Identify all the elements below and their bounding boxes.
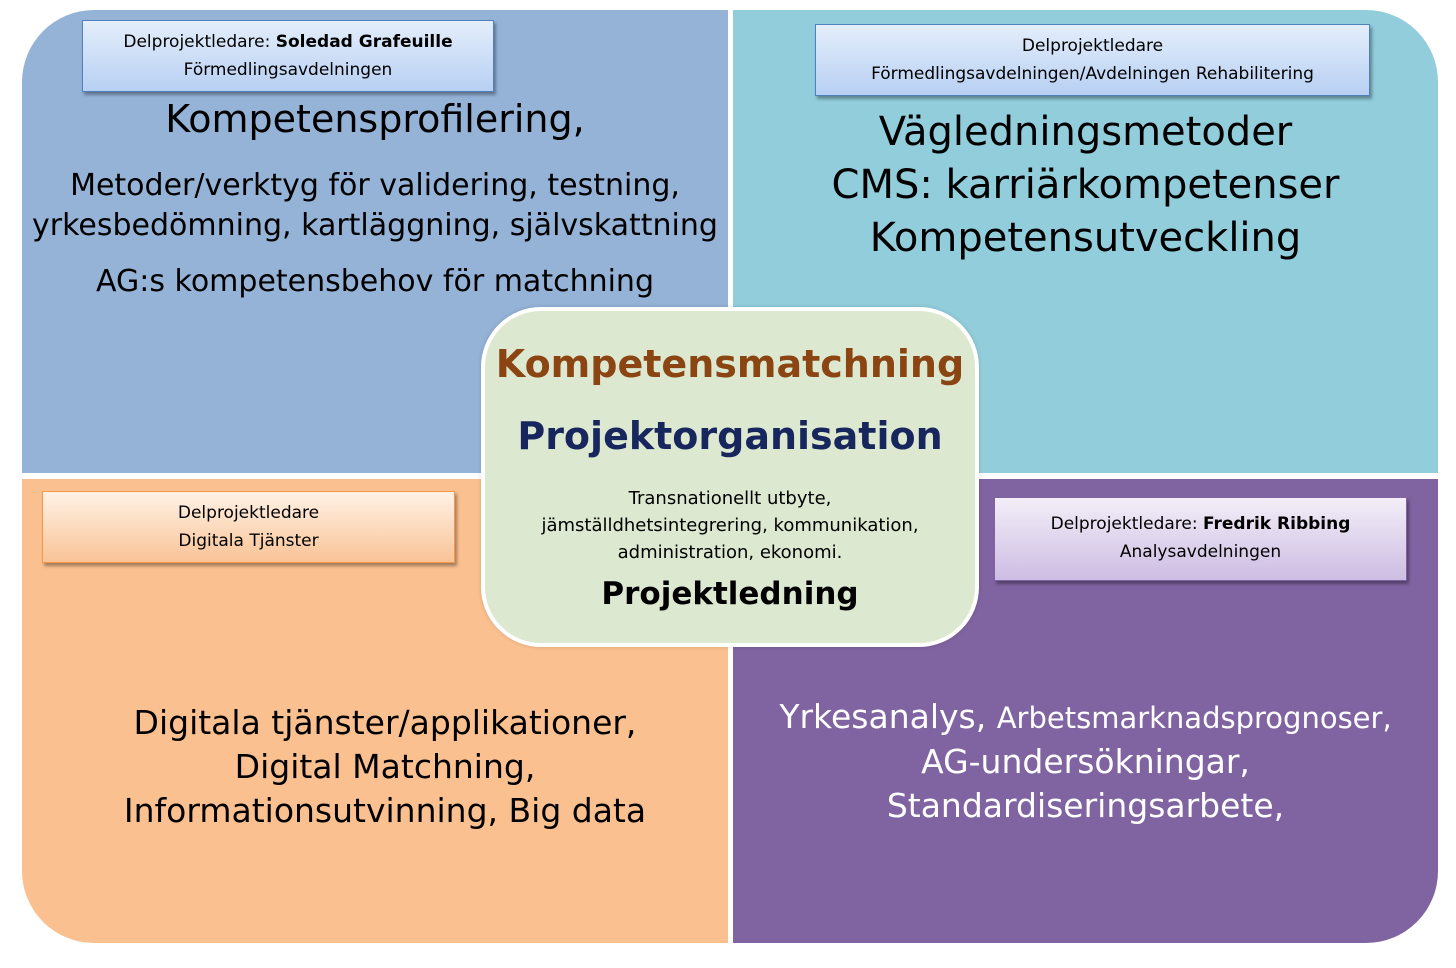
bottom-right-line1-b: Arbetsmarknadsprognoser,: [996, 701, 1392, 735]
center-tasks-line1: Transnationellt utbyte,: [628, 488, 832, 509]
tag-bottom-left-dept: Digitala Tjänster: [178, 531, 319, 551]
tag-top-right-title: Delprojektledare: [1021, 36, 1164, 56]
top-left-line2: yrkesbedömning, kartläggning, självskatt…: [32, 208, 718, 243]
center-title: Kompetensmatchning: [495, 342, 965, 386]
bottom-right-line3: Standardiseringsarbete,: [886, 786, 1285, 825]
tag-top-left-dept: Förmedlingsavdelningen: [183, 60, 393, 80]
bottom-right-block: Yrkesanalys, Arbetsmarknadsprognoser, AG…: [733, 695, 1438, 828]
tag-top-left-name: Soledad Grafeuille: [275, 32, 453, 52]
bottom-right-line2: AG-undersökningar,: [921, 742, 1250, 781]
center-tasks-line2: jämställdhetsintegrering, kommunikation,: [541, 515, 919, 536]
top-right-line2: CMS: karriärkompetenser: [831, 162, 1340, 208]
center-lead: Projektledning: [601, 576, 859, 612]
tag-bottom-left: Delprojektledare Digitala Tjänster: [42, 491, 455, 563]
top-left-line3: AG:s kompetensbehov för matchning: [96, 264, 654, 299]
tag-top-left: Delprojektledare: Soledad Grafeuille För…: [82, 20, 494, 92]
tag-top-right: Delprojektledare Förmedlingsavdelningen/…: [815, 24, 1370, 96]
tag-top-left-prefix: Delprojektledare:: [123, 32, 276, 52]
top-left-heading: Kompetensprofilering,: [165, 97, 585, 141]
bottom-left-line2: Digital Matchning,: [234, 747, 536, 786]
center-tasks: Transnationellt utbyte, jämställdhetsint…: [485, 485, 975, 566]
center-box: Kompetensmatchning Projektorganisation T…: [481, 307, 979, 647]
bottom-left-block: Digitala tjänster/applikationer, Digital…: [22, 701, 748, 833]
tag-top-right-dept: Förmedlingsavdelningen/Avdelningen Rehab…: [871, 64, 1314, 84]
bottom-left-line3: Informationsutvinning, Big data: [123, 791, 647, 830]
top-left-line1: Metoder/verktyg för validering, testning…: [70, 168, 680, 203]
top-right-line3: Kompetensutveckling: [869, 215, 1302, 261]
tag-bottom-right-prefix: Delprojektledare:: [1050, 514, 1203, 534]
top-right-line1: Vägledningsmetoder: [878, 109, 1293, 155]
tag-bottom-right-name: Fredrik Ribbing: [1202, 514, 1351, 534]
tag-bottom-right: Delprojektledare: Fredrik Ribbing Analys…: [994, 497, 1407, 581]
center-subtitle: Projektorganisation: [517, 414, 943, 458]
tag-bottom-right-dept: Analysavdelningen: [1119, 542, 1282, 562]
bottom-right-line1-a: Yrkesanalys,: [779, 697, 997, 736]
tag-bottom-left-title: Delprojektledare: [177, 503, 320, 523]
top-right-block: Vägledningsmetoder CMS: karriärkompetens…: [733, 106, 1438, 265]
bottom-left-line1: Digitala tjänster/applikationer,: [133, 703, 637, 742]
center-tasks-line3: administration, ekonomi.: [617, 542, 843, 563]
